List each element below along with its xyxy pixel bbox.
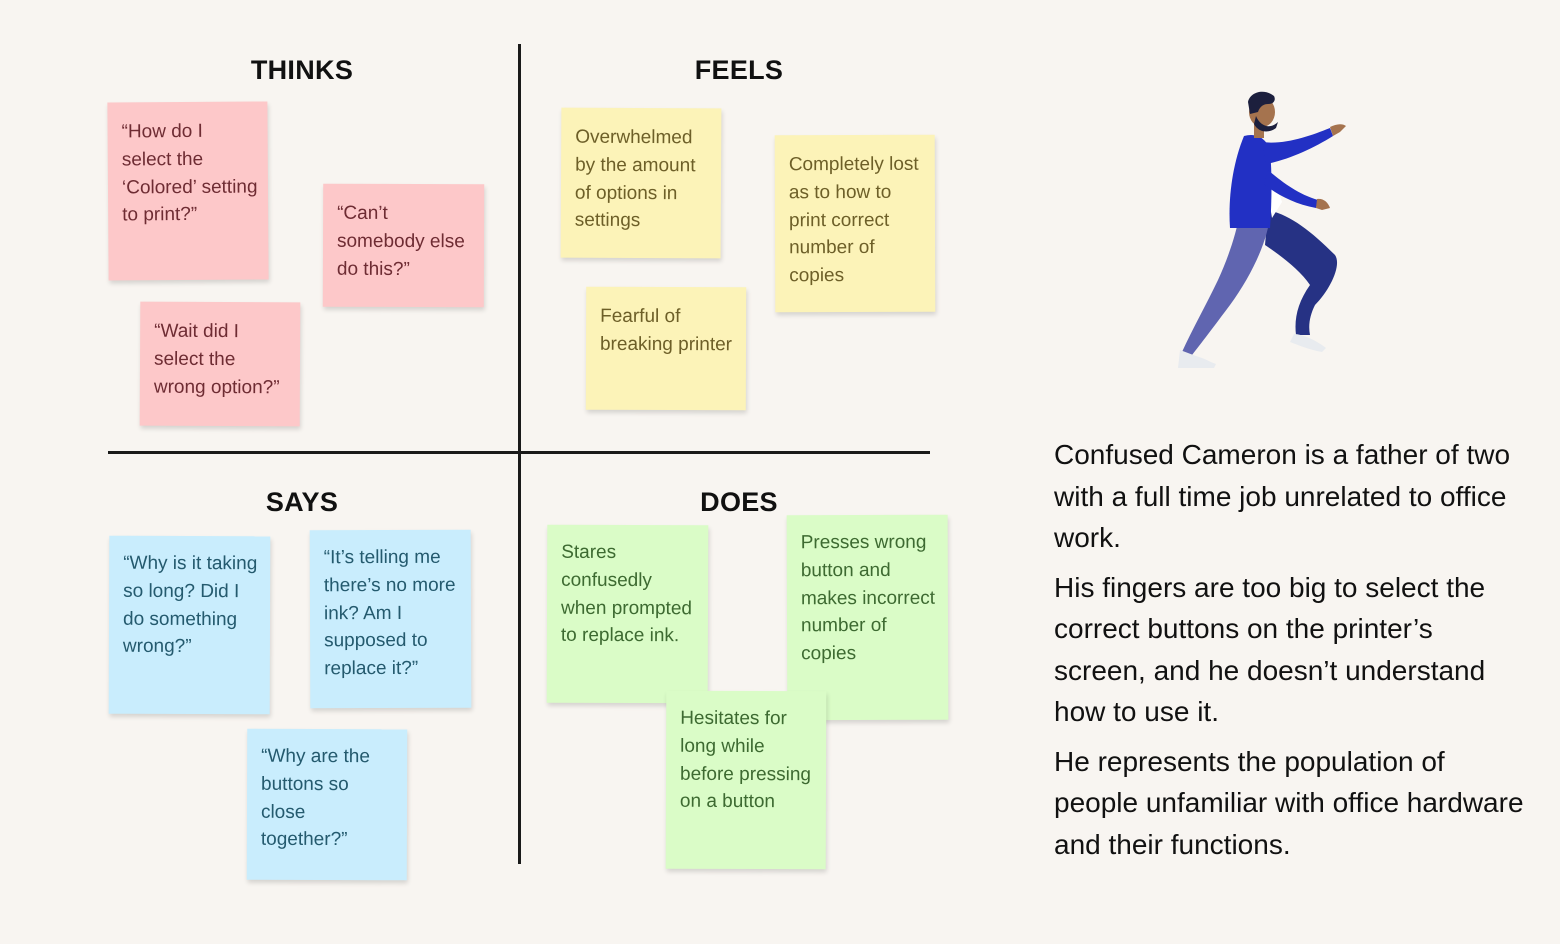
sticky-note-says-1[interactable]: “Why is it taking so long? Did I do some… — [108, 535, 271, 715]
says-title: SAYS — [265, 487, 339, 517]
sticky-note-does-1[interactable]: Stares confusedly when prompted to repla… — [546, 524, 709, 704]
persona-paragraph-2: His fingers are too big to select the co… — [1054, 571, 1486, 728]
horizontal-divider — [108, 451, 930, 454]
sticky-note-feels-2[interactable]: Completely lost as to how to print corre… — [774, 134, 936, 313]
does-title: DOES — [700, 487, 778, 517]
sticky-note-does-2[interactable]: Presses wrong button and makes incorrect… — [786, 514, 949, 721]
persona-description: Confused Cameron is a father of two with… — [1054, 434, 1524, 873]
sticky-note-thinks-3[interactable]: “Wait did I select the wrong option?” — [139, 301, 301, 427]
persona-paragraph-3: He represents the population of people u… — [1054, 745, 1524, 860]
sticky-note-thinks-2[interactable]: “Can’t somebody else do this?” — [322, 183, 485, 308]
sticky-note-does-3[interactable]: Hesitates for long while before pressing… — [665, 690, 827, 870]
thinks-title: THINKS — [250, 55, 354, 85]
sticky-note-thinks-1[interactable]: “How do I select the ‘Colored’ setting t… — [107, 101, 269, 281]
sticky-note-says-3[interactable]: “Why are the buttons so close together?” — [246, 728, 408, 881]
sticky-note-feels-1[interactable]: Overwhelmed by the amount of options in … — [560, 107, 722, 259]
persona-paragraph-1: Confused Cameron is a father of two with… — [1054, 439, 1511, 553]
sticky-note-says-2[interactable]: “It’s telling me there’s no more ink? Am… — [309, 529, 472, 709]
feels-title: FEELS — [694, 55, 784, 85]
walking-person-icon — [1170, 90, 1360, 380]
vertical-divider — [518, 44, 521, 864]
sticky-note-feels-3[interactable]: Fearful of breaking printer — [585, 286, 747, 411]
